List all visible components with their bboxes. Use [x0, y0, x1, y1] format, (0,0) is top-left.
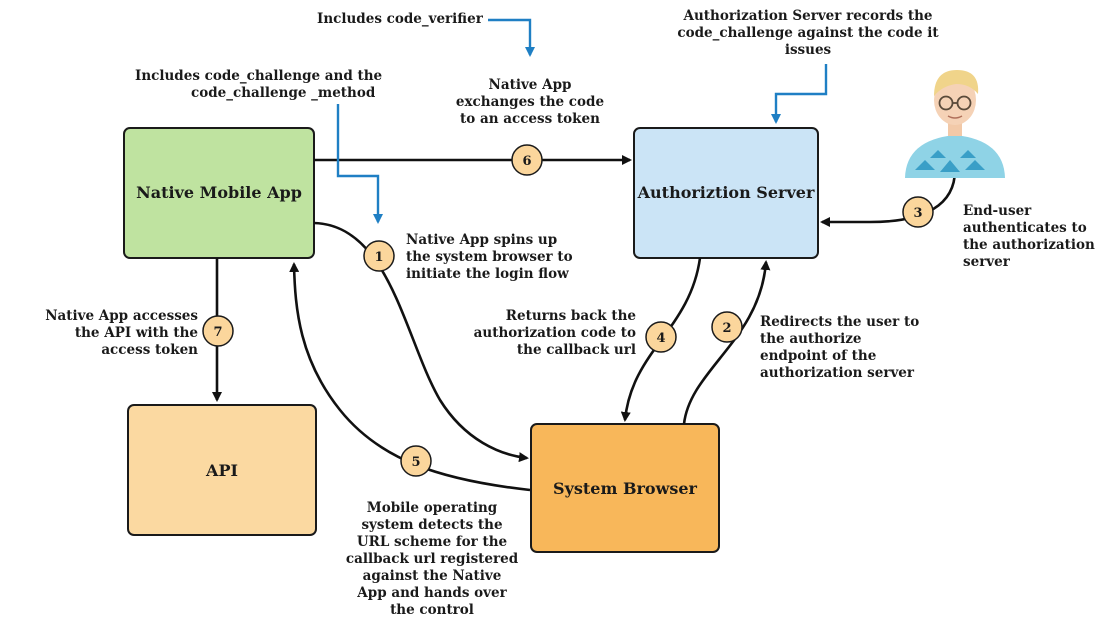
svg-text:the callback url: the callback url: [517, 342, 636, 358]
svg-text:URL scheme for the: URL scheme for the: [357, 534, 507, 550]
system-browser-rect: [530, 423, 720, 553]
svg-text:3: 3: [913, 206, 922, 221]
note-access-api: Native App accesses the API with the acc…: [45, 308, 198, 358]
svg-text:Includes code_verifier: Includes code_verifier: [317, 11, 484, 27]
svg-text:the control: the control: [390, 602, 474, 618]
pointer-code-verifier: [488, 18, 535, 57]
svg-text:access token: access token: [101, 342, 198, 358]
arrow-step2-redirect: [682, 260, 771, 425]
system-browser-box: System Browser: [530, 423, 720, 553]
svg-text:1: 1: [374, 250, 383, 265]
step-badge-5: 5: [400, 445, 432, 477]
user-avatar-icon: [905, 70, 1005, 178]
svg-text:Native App: Native App: [489, 77, 572, 93]
step-badge-7: 7: [202, 315, 234, 347]
note-server-records: Authorization Server records the code_ch…: [677, 8, 939, 58]
native-mobile-app-label: Native Mobile App: [136, 183, 302, 202]
note-spin-up: Native App spins up the system browser t…: [406, 232, 573, 282]
svg-text:the authorization: the authorization: [963, 237, 1095, 253]
note-redirects: Redirects the user to the authorize endp…: [760, 314, 919, 381]
svg-text:Native App accesses: Native App accesses: [45, 308, 198, 324]
svg-text:App and hands over: App and hands over: [356, 585, 507, 601]
authorization-server-rect: [633, 127, 819, 259]
svg-text:code_challenge _method: code_challenge _method: [191, 85, 376, 101]
authorization-server-box: Authoriztion Server: [633, 127, 819, 259]
note-user-auth: End-user authenticates to the authorizat…: [963, 203, 1095, 270]
svg-text:endpoint of the: endpoint of the: [760, 348, 876, 364]
api-rect: [127, 404, 317, 536]
svg-text:Authorization Server records t: Authorization Server records the: [683, 8, 933, 24]
arrow-step5-callback: [289, 262, 531, 492]
arrow-step1-spin-up: [313, 221, 529, 463]
system-browser-label: System Browser: [553, 479, 698, 498]
authorization-server-label: Authoriztion Server: [637, 183, 815, 202]
svg-text:server: server: [963, 254, 1011, 270]
step-badge-1: 1: [363, 240, 395, 272]
svg-text:2: 2: [722, 321, 731, 336]
pointer-server-records: [771, 64, 828, 124]
svg-text:Includes code_challenge and th: Includes code_challenge and the: [135, 68, 382, 84]
svg-text:5: 5: [411, 455, 420, 470]
svg-text:6: 6: [522, 154, 531, 169]
svg-text:Redirects the user to: Redirects the user to: [760, 314, 919, 330]
svg-text:the authorize: the authorize: [760, 331, 861, 347]
svg-text:authorization code to: authorization code to: [474, 325, 636, 341]
note-code-verifier: Includes code_verifier: [317, 11, 484, 27]
svg-text:Returns back the: Returns back the: [506, 308, 636, 324]
svg-text:4: 4: [656, 331, 665, 346]
step-badge-3: 3: [902, 196, 934, 228]
note-returns-code: Returns back the authorization code to t…: [474, 308, 636, 358]
svg-text:exchanges the code: exchanges the code: [456, 94, 604, 110]
svg-text:the system browser to: the system browser to: [406, 249, 573, 265]
note-exchange: Native App exchanges the code to an acce…: [456, 77, 604, 127]
note-mobile-os: Mobile operating system detects the URL …: [346, 500, 519, 618]
svg-text:issues: issues: [785, 42, 832, 58]
native-mobile-app-box: Native Mobile App: [123, 127, 315, 259]
svg-text:authorization server: authorization server: [760, 365, 915, 381]
api-label: API: [205, 461, 238, 480]
svg-text:code_challenge against the cod: code_challenge against the code it: [677, 25, 939, 41]
native-mobile-app-rect: [123, 127, 315, 259]
svg-text:against the Native: against the Native: [363, 568, 502, 584]
svg-text:system detects the: system detects the: [361, 517, 502, 533]
step-badge-6: 6: [511, 144, 543, 176]
svg-text:to an access token: to an access token: [460, 111, 600, 127]
note-code-challenge: Includes code_challenge and the code_cha…: [135, 68, 382, 101]
svg-text:authenticates to: authenticates to: [963, 220, 1087, 236]
svg-text:End-user: End-user: [963, 203, 1032, 219]
pointer-code-challenge: [336, 104, 383, 224]
api-box: API: [127, 404, 317, 536]
step-badge-2: 2: [711, 311, 743, 343]
svg-text:the API with the: the API with the: [75, 325, 198, 341]
svg-text:Native App spins up: Native App spins up: [406, 232, 557, 248]
svg-text:callback url registered: callback url registered: [346, 551, 519, 567]
svg-text:7: 7: [213, 325, 222, 340]
svg-text:initiate the login flow: initiate the login flow: [406, 266, 569, 282]
step-badge-4: 4: [645, 321, 677, 353]
svg-text:Mobile operating: Mobile operating: [367, 500, 498, 516]
